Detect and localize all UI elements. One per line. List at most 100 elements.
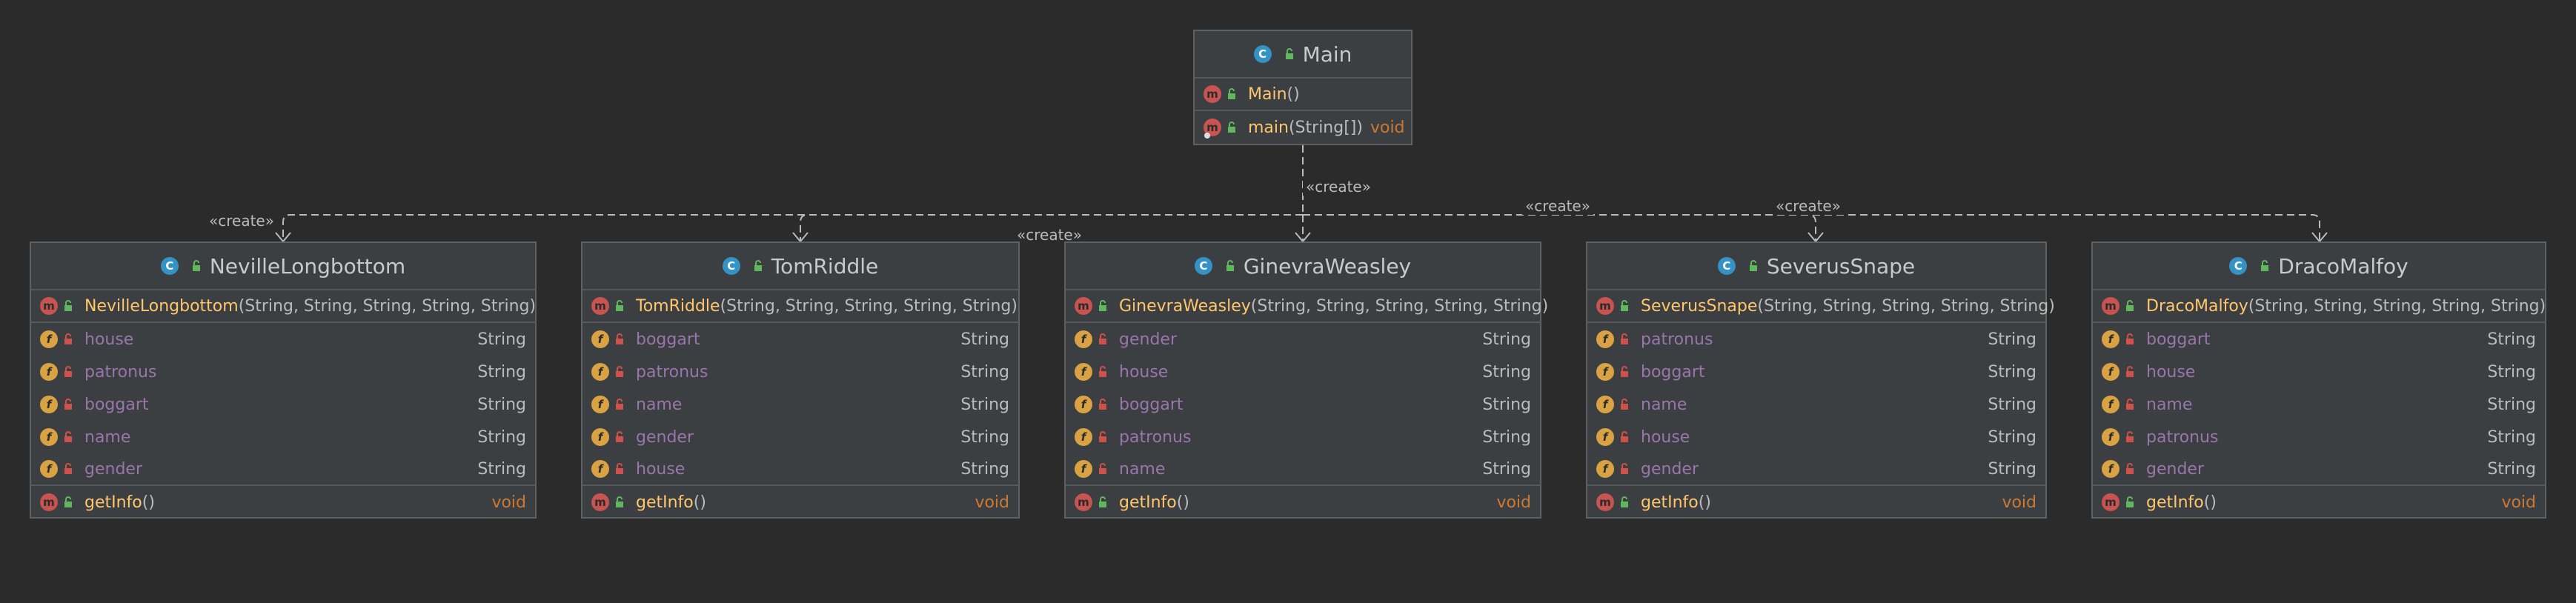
public-lock-icon bbox=[1619, 300, 1630, 312]
public-lock-icon bbox=[614, 496, 625, 508]
public-lock-icon bbox=[1284, 48, 1295, 60]
field-name: boggart bbox=[1119, 395, 1184, 414]
constructor-name: NevilleLongbottom bbox=[84, 296, 239, 316]
method-row[interactable]: m main(String[]) void bbox=[1195, 111, 1411, 144]
field-icon: f bbox=[591, 330, 609, 348]
field-name: patronus bbox=[1119, 427, 1192, 447]
field-row[interactable]: f patronus String bbox=[31, 356, 535, 388]
class-name: NevilleLongbottom bbox=[209, 253, 406, 279]
class-box-main[interactable]: C Main m Main() m main(String[]) void bbox=[1193, 30, 1413, 145]
edge-to-tomriddle bbox=[800, 214, 1303, 240]
field-type: String bbox=[477, 330, 526, 349]
field-type: String bbox=[477, 362, 526, 382]
method-params: (String[]) bbox=[1288, 118, 1363, 137]
private-lock-icon bbox=[62, 431, 74, 443]
constructor-row[interactable]: m Main() bbox=[1195, 79, 1411, 111]
private-lock-icon bbox=[62, 399, 74, 410]
private-lock-icon bbox=[2124, 431, 2136, 443]
method-icon: m bbox=[2102, 493, 2119, 511]
field-icon: f bbox=[40, 428, 58, 446]
constructor-params: (String, String, String, String, String) bbox=[2248, 296, 2546, 316]
field-icon: f bbox=[591, 428, 609, 446]
private-lock-icon bbox=[1097, 333, 1109, 345]
field-name: gender bbox=[636, 427, 694, 447]
private-lock-icon bbox=[1619, 431, 1630, 443]
private-lock-icon bbox=[614, 333, 625, 345]
class-name: TomRiddle bbox=[771, 253, 879, 279]
field-icon: f bbox=[2102, 363, 2119, 381]
class-header: C Main bbox=[1195, 31, 1411, 79]
return-type: void bbox=[1496, 493, 1531, 512]
field-row[interactable]: f gender String bbox=[582, 421, 1018, 453]
field-name: gender bbox=[1119, 330, 1177, 349]
field-type: String bbox=[960, 427, 1009, 447]
static-marker-icon bbox=[1204, 133, 1210, 139]
public-lock-icon bbox=[1747, 260, 1759, 272]
method-icon: m bbox=[591, 297, 609, 315]
method-params: () bbox=[2203, 493, 2217, 512]
private-lock-icon bbox=[1097, 463, 1109, 475]
field-icon: f bbox=[2102, 330, 2119, 348]
field-name: gender bbox=[2146, 459, 2204, 479]
edge-to-severussnape bbox=[1303, 214, 1816, 240]
field-row[interactable]: f boggart String bbox=[2093, 323, 2545, 356]
field-name: boggart bbox=[2146, 330, 2211, 349]
field-type: String bbox=[1482, 427, 1531, 447]
field-name: house bbox=[2146, 362, 2196, 382]
field-icon: f bbox=[1075, 428, 1092, 446]
field-row[interactable]: f patronus String bbox=[1066, 421, 1540, 453]
method-icon: m bbox=[591, 493, 609, 511]
field-name: house bbox=[1641, 427, 1690, 447]
field-name: boggart bbox=[1641, 362, 1705, 382]
field-name: patronus bbox=[84, 362, 157, 382]
field-name: patronus bbox=[1641, 330, 1713, 349]
field-name: house bbox=[1119, 362, 1169, 382]
private-lock-icon bbox=[614, 399, 625, 410]
field-type: String bbox=[1482, 362, 1531, 382]
field-name: patronus bbox=[636, 362, 708, 382]
field-icon: f bbox=[40, 363, 58, 381]
field-type: String bbox=[2487, 330, 2536, 349]
public-lock-icon bbox=[1097, 300, 1109, 312]
return-type: void bbox=[491, 493, 526, 512]
